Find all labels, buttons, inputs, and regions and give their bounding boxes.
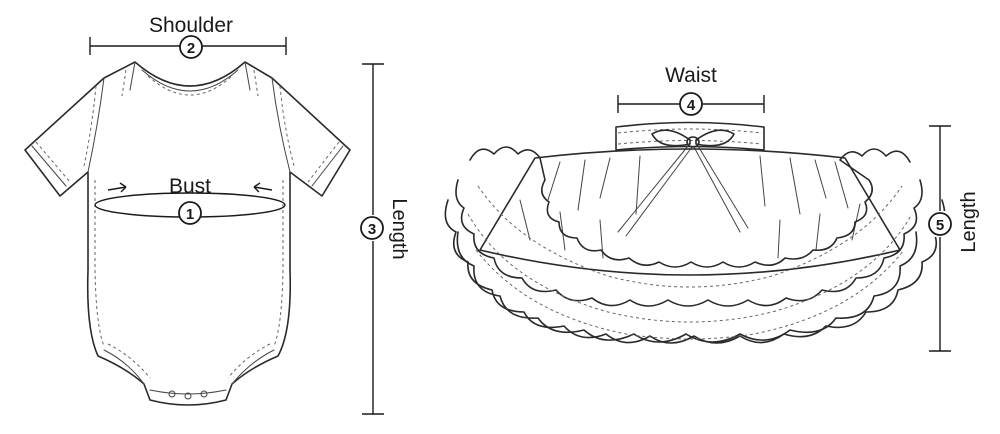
measurement-1-badge — [178, 201, 202, 225]
bodysuit-length-number: 3 — [368, 221, 376, 238]
bodysuit-length-measurement: 3 Length — [360, 63, 410, 415]
measurement-4-badge — [679, 92, 703, 116]
tutu-skirt-illustration — [444, 121, 946, 344]
waist-label: Waist — [665, 64, 717, 87]
bodysuit-illustration — [24, 61, 351, 406]
bust-measurement: Bust 1 — [94, 175, 286, 225]
bodysuit-length-label: Length — [388, 198, 410, 259]
skirt-length-label: Length — [958, 191, 980, 252]
skirt-length-measurement: 5 Length — [927, 125, 980, 352]
bust-label: Bust — [169, 175, 211, 198]
shoulder-label: Shoulder — [149, 14, 233, 37]
skirt-length-number: 5 — [936, 217, 944, 234]
measurement-2-badge — [179, 35, 203, 59]
measurement-5-badge — [928, 212, 952, 236]
waist-measurement: Waist 4 — [617, 64, 765, 116]
shoulder-number: 2 — [187, 40, 195, 57]
waist-number: 4 — [687, 97, 696, 114]
measurement-3-badge — [360, 216, 384, 240]
bust-number: 1 — [186, 206, 194, 223]
shoulder-measurement: Shoulder 2 — [89, 14, 287, 59]
